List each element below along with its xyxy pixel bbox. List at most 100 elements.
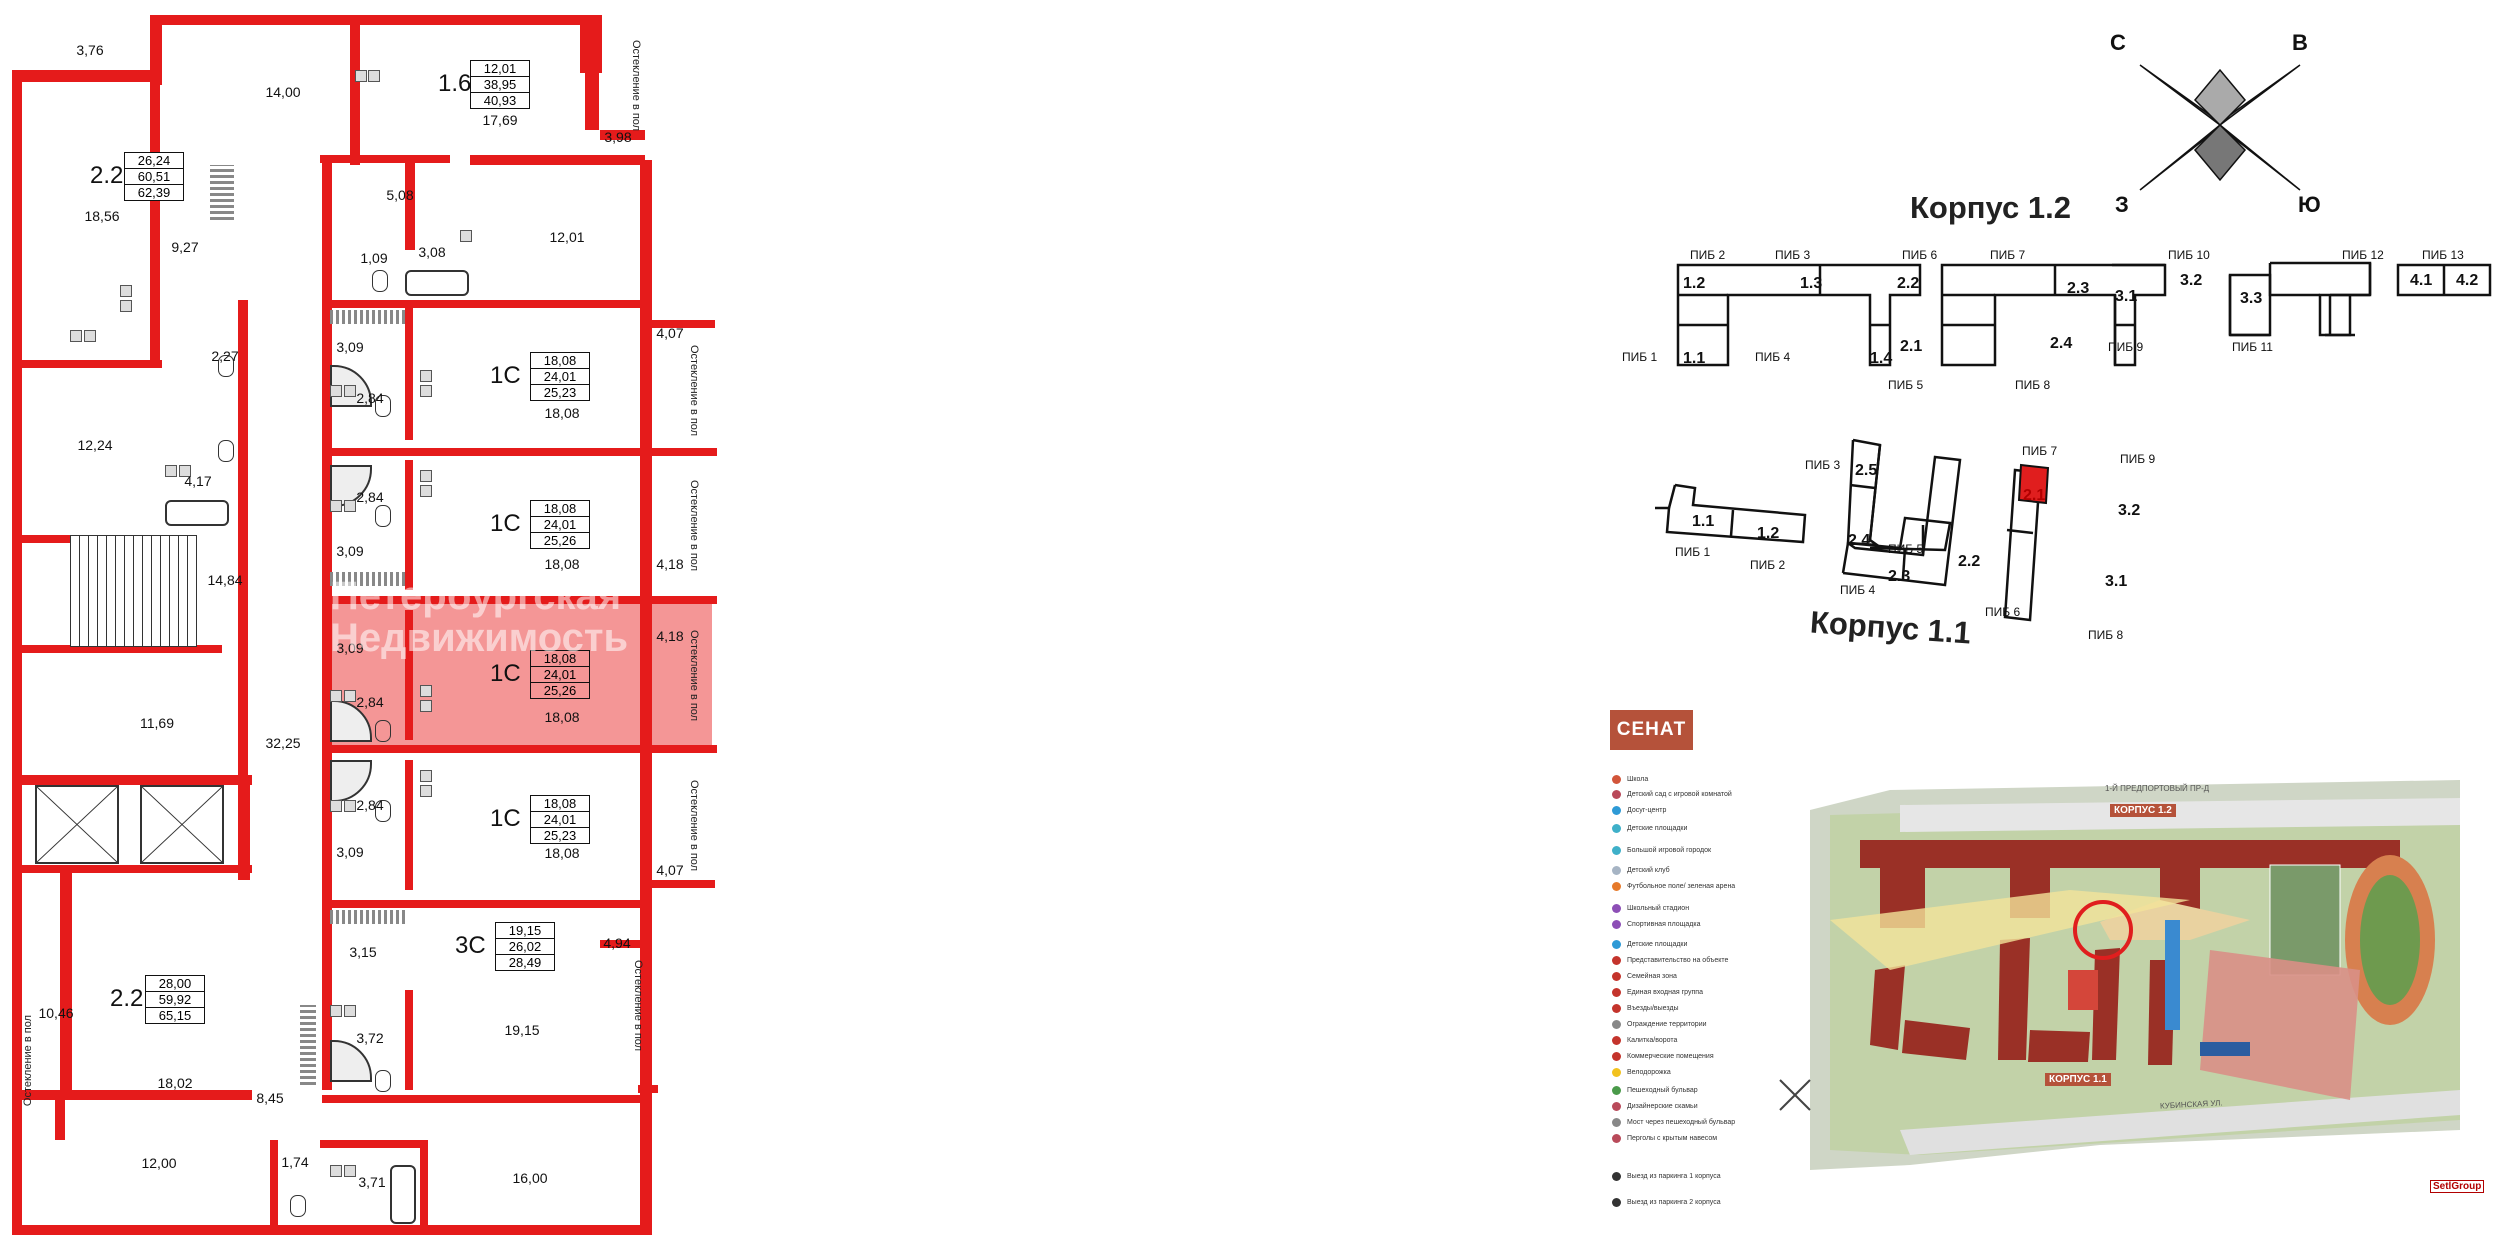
section-code: 1.2 [1683, 275, 1706, 292]
room-area: 8,45 [256, 1090, 284, 1106]
flat-code: 1.6 [438, 70, 472, 97]
pib-label: ПИБ 10 [2168, 248, 2210, 262]
legend-icon [1612, 956, 1621, 965]
room-area: 2,84 [356, 489, 384, 505]
section-code: 2.3 [2067, 280, 2090, 297]
room-area: 4,18 [656, 628, 684, 644]
room-area: 3,08 [418, 244, 446, 260]
pib-label: ПИБ 9 [2108, 340, 2144, 354]
room-area: 32,25 [265, 735, 301, 751]
pib-label: ПИБ 8 [2015, 378, 2051, 392]
pib-label: ПИБ 13 [2422, 248, 2464, 262]
pib-label: ПИБ 1 [1622, 350, 1658, 364]
room-area: 3,72 [356, 1030, 384, 1046]
shower-icon [330, 760, 372, 802]
section-code: 2.2 [1897, 275, 1920, 292]
room-area: 2,84 [356, 390, 384, 406]
section-code: 3.3 [2240, 290, 2263, 307]
room-area: 18,08 [544, 556, 580, 572]
section-code: 4.1 [2410, 272, 2433, 289]
room-area: 4,17 [184, 473, 212, 489]
legend-icon [1612, 940, 1621, 949]
elevator [140, 785, 224, 864]
compass-north: С [2110, 30, 2126, 55]
room-area: 3,09 [336, 339, 364, 355]
room-area: 2,84 [356, 694, 384, 710]
section-code: 2.2 [1958, 553, 1981, 570]
pib-label: ПИБ 1 [1675, 545, 1711, 559]
pib-label: ПИБ 5 [1888, 378, 1924, 392]
legend-icon [1612, 1172, 1621, 1181]
pib-label: ПИБ 12 [2342, 248, 2384, 262]
korpus-11-schema [1655, 438, 2050, 622]
room-area: 4,07 [656, 325, 684, 341]
site-plan-map [1779, 780, 2460, 1170]
room-area: 19,15 [504, 1022, 540, 1038]
room-area: 11,69 [140, 715, 174, 731]
korpus-12-map-label: КОРПУС 1.2 [2110, 804, 2176, 817]
pib-label: ПИБ 2 [1750, 558, 1786, 572]
legend-icon [1612, 1004, 1621, 1013]
flat-code: 1С [490, 805, 521, 832]
room-area: 9,27 [171, 239, 199, 255]
legend-icon [1612, 1052, 1621, 1061]
room-area: 18,02 [157, 1075, 193, 1091]
korpus-12-schema [1676, 261, 2492, 367]
pib-label: ПИБ 7 [1990, 248, 2026, 262]
room-area: 14,00 [265, 84, 301, 100]
room-area: 2,27 [211, 348, 239, 364]
legend-icon [1612, 866, 1621, 875]
room-area: 4,07 [656, 862, 684, 878]
room-area: 1,09 [360, 250, 388, 266]
pib-label: ПИБ 6 [1902, 248, 1938, 262]
room-area: 18,08 [544, 405, 580, 421]
room-area: 1,74 [281, 1154, 309, 1170]
room-area: 10,46 [38, 1005, 74, 1021]
legend-icon [1612, 1068, 1621, 1077]
section-code: 2.3 [1888, 568, 1911, 585]
room-area: 12,00 [141, 1155, 177, 1171]
legend-icon [1612, 988, 1621, 997]
legend-icon [1612, 790, 1621, 799]
bathtub-icon [405, 270, 469, 296]
room-area: 4,18 [656, 556, 684, 572]
room-area: 12,24 [77, 437, 113, 453]
legend-icon [1612, 972, 1621, 981]
section-code: 3.2 [2118, 502, 2141, 519]
brand-logo: СЕНАТ [1610, 710, 1693, 750]
compass-west: З [2115, 192, 2129, 217]
legend-icon [1612, 1102, 1621, 1111]
legend-icon [1612, 920, 1621, 929]
compass-east: В [2292, 30, 2308, 55]
pib-label: ПИБ 8 [2088, 628, 2124, 642]
section-code: 3.1 [2115, 288, 2138, 305]
room-area: 3,09 [336, 844, 364, 860]
section-code: 1.1 [1692, 513, 1715, 530]
flat-code: 3С [455, 932, 486, 959]
bathtub-icon [165, 500, 229, 526]
room-area: 12,01 [549, 229, 585, 245]
legend-icon [1612, 904, 1621, 913]
elevator [35, 785, 119, 864]
room-area: 3,09 [336, 543, 364, 559]
legend-icon [1612, 1134, 1621, 1143]
room-area: 5,08 [386, 187, 414, 203]
section-code: 2.1 [1900, 338, 1923, 355]
room-area: 18,08 [544, 709, 580, 725]
flat-code: 1С [490, 362, 521, 389]
korpus-11-map-label: КОРПУС 1.1 [2045, 1073, 2111, 1086]
legend-icon [1612, 824, 1621, 833]
glazing-label: Остекление в пол [688, 780, 700, 872]
flat-code: 2.2 [90, 162, 124, 189]
room-area: 3,71 [358, 1174, 386, 1190]
room-area: 3,98 [604, 129, 632, 145]
room-area: 4,94 [603, 935, 631, 951]
